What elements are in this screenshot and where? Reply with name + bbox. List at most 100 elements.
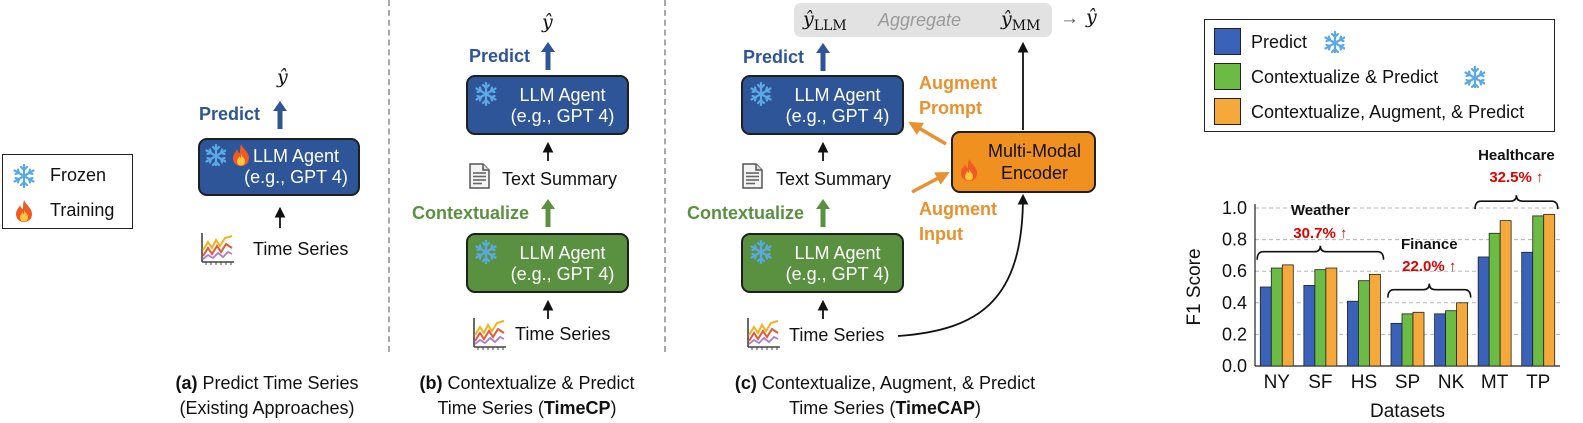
- y-tick-label: 0.8: [1222, 230, 1247, 250]
- y-tick-label: 0.2: [1222, 324, 1247, 344]
- legend-item-contextualize: Contextualize & Predict: [1251, 67, 1439, 87]
- up-arrow-icon: [817, 299, 829, 319]
- panel-c-caption: (c) Contextualize, Augment, & Predict Ti…: [734, 373, 1036, 418]
- bar-sf-s2: [1325, 267, 1338, 367]
- bar-tp-s2: [1543, 213, 1556, 367]
- y-axis-label: F1 Score: [1184, 248, 1205, 325]
- predict-arrow-icon: [273, 101, 287, 129]
- x-tick-label: MT: [1481, 372, 1509, 393]
- panel-b-contextualize-label: Contextualize: [412, 203, 530, 223]
- contextualize-arrow-icon: [541, 199, 555, 227]
- snowflake-icon: [475, 240, 497, 264]
- legend-training-label: Training: [50, 200, 115, 220]
- bar-ny-s1: [1270, 267, 1283, 367]
- fire-icon: [16, 200, 32, 222]
- snowflake-icon: [13, 164, 35, 188]
- time-series-icon: [747, 317, 781, 351]
- bar-hs-s0: [1347, 300, 1359, 367]
- panel-b-llm-agent-top: LLM Agent (e.g., GPT 4): [466, 75, 629, 135]
- up-arrow-icon: [542, 299, 554, 319]
- y-tick-label: 0.6: [1222, 261, 1247, 281]
- chart-legend: Predict Contextualize & Predict Contextu…: [1204, 19, 1555, 132]
- group-bracket: [1256, 245, 1385, 260]
- aggregate-box: [794, 3, 1052, 37]
- bar-sp-s1: [1401, 313, 1414, 367]
- panel-a-caption: (a) Predict Time Series (Existing Approa…: [175, 373, 359, 418]
- x-tick-label: SF: [1308, 372, 1332, 393]
- bar-hs-s1: [1358, 280, 1370, 367]
- bar-mt-s2: [1499, 220, 1512, 367]
- bar-nk-s0: [1434, 313, 1446, 367]
- panel-a-llm-agent: LLM Agent (e.g., GPT 4): [198, 138, 360, 196]
- aggregate-arrow: →: [1060, 8, 1079, 29]
- bar-nk-s1: [1445, 310, 1457, 367]
- panel-c-predict-label: Predict: [743, 47, 805, 67]
- divider: [388, 0, 390, 352]
- x-axis-label: Datasets: [1370, 401, 1445, 422]
- document-icon: [469, 163, 490, 189]
- snowflake-icon: [1464, 66, 1485, 88]
- aggregate-label: Aggregate: [878, 10, 962, 30]
- panel-b-predict-label: Predict: [469, 46, 531, 66]
- legend-swatch-augment: [1214, 98, 1241, 125]
- bar-ny-s0: [1259, 286, 1272, 367]
- y-tick-label: 0.4: [1222, 293, 1247, 313]
- time-series-icon: [473, 317, 507, 351]
- group-improvement: 30.7% ↑: [1293, 225, 1347, 242]
- up-arrow-icon: [817, 141, 829, 161]
- legend-item-predict: Predict: [1251, 32, 1308, 52]
- bar-hs-s2: [1369, 273, 1381, 367]
- snowflake-icon: [205, 144, 226, 166]
- x-tick-label: NK: [1438, 372, 1465, 393]
- panel-b-input: Time Series: [515, 324, 611, 344]
- aggregate-output: ŷ: [1086, 6, 1097, 28]
- group-label: Healthcare: [1478, 147, 1555, 164]
- time-series-curve: [897, 193, 1029, 337]
- panel-a-predict-label: Predict: [199, 104, 261, 124]
- snowflake-icon: [750, 240, 772, 264]
- predict-arrow-icon: [541, 42, 555, 70]
- predict-arrow-icon: [816, 43, 830, 71]
- panel-c-contextualize-label: Contextualize: [687, 203, 805, 223]
- bar-mt-s0: [1477, 256, 1490, 367]
- snowflake-icon: [475, 82, 497, 106]
- panel-b-caption: (b) Contextualize & Predict Time Series …: [419, 373, 635, 418]
- left-legend: Frozen Training: [2, 154, 133, 229]
- x-tick-label: HS: [1351, 372, 1377, 393]
- bar-ny-s2: [1281, 264, 1294, 367]
- y-tick-label: 0.0: [1222, 356, 1247, 376]
- x-tick-label: SP: [1395, 372, 1420, 393]
- group-bracket: [1474, 195, 1559, 210]
- snowflake-icon: [1324, 31, 1345, 53]
- bar-tp-s0: [1521, 251, 1534, 367]
- bar-nk-s2: [1456, 302, 1468, 367]
- aggregate-mm: ŷMM: [1001, 8, 1041, 34]
- bar-sp-s0: [1390, 322, 1403, 367]
- bar-sf-s1: [1314, 269, 1327, 367]
- panel-c-connectors: [897, 41, 1029, 337]
- fire-icon: [961, 159, 977, 181]
- group-bracket: [1387, 283, 1472, 298]
- aggregate-llm: ŷLLM: [803, 8, 847, 34]
- up-arrow-icon: [274, 206, 286, 228]
- y-tick-label: 1.0: [1222, 198, 1247, 218]
- group-improvement: 22.0% ↑: [1402, 258, 1456, 275]
- fire-icon: [233, 144, 249, 166]
- panel-b-llm-agent-bottom: LLM Agent (e.g., GPT 4): [466, 233, 629, 293]
- panel-b-summary: Text Summary: [502, 169, 618, 189]
- panel-c-llm-agent-top: LLM Agent (e.g., GPT 4): [741, 75, 904, 135]
- document-icon: [742, 163, 763, 189]
- bar-mt-s1: [1488, 232, 1501, 367]
- multimodal-encoder: Multi-Modal Encoder: [951, 131, 1096, 193]
- group-label: Weather: [1291, 202, 1350, 219]
- legend-swatch-contextualize: [1214, 63, 1241, 90]
- group-improvement: 32.5% ↑: [1489, 169, 1543, 186]
- legend-item-augment: Contextualize, Augment, & Predict: [1251, 102, 1525, 122]
- divider: [664, 0, 666, 352]
- time-series-icon: [201, 232, 235, 266]
- augment-input-arrow: [911, 172, 950, 194]
- bar-sf-s0: [1303, 285, 1316, 367]
